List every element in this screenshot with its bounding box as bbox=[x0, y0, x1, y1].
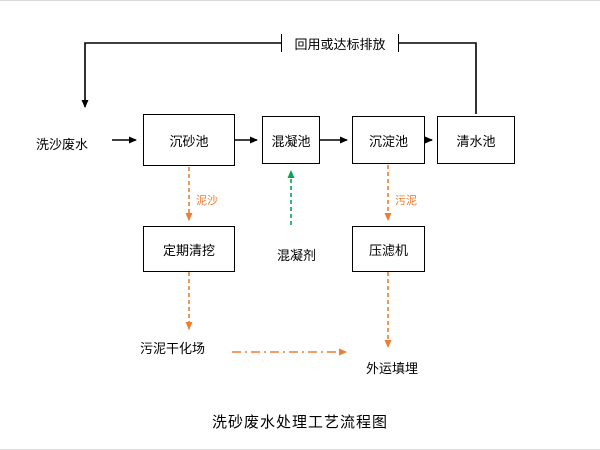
box-sedimentation-tank: 沉淀池 bbox=[352, 116, 425, 164]
box-clean-water-tank-label: 清水池 bbox=[456, 134, 496, 150]
box-periodic-dredging-label: 定期清挖 bbox=[162, 243, 215, 259]
sludge-label: 污泥 bbox=[395, 194, 417, 207]
feedback-label: 回用或达标排放 bbox=[281, 34, 399, 53]
box-clean-water-tank: 清水池 bbox=[437, 116, 515, 164]
coagulant-label: 混凝剂 bbox=[277, 249, 317, 264]
box-filter-press-label: 压滤机 bbox=[368, 243, 408, 259]
box-filter-press: 压滤机 bbox=[352, 226, 425, 272]
feedback-label-text: 回用或达标排放 bbox=[294, 37, 386, 53]
landfill-label: 外运填埋 bbox=[366, 362, 419, 377]
box-coagulation-tank: 混凝池 bbox=[262, 116, 320, 164]
sludge-drying-field-label: 污泥干化场 bbox=[140, 342, 206, 357]
box-grit-chamber: 沉砂池 bbox=[143, 114, 235, 166]
sediment-label: 泥沙 bbox=[196, 194, 218, 207]
box-coagulation-tank-label: 混凝池 bbox=[271, 134, 311, 150]
diagram-title: 洗砂废水处理工艺流程图 bbox=[211, 413, 388, 431]
box-periodic-dredging: 定期清挖 bbox=[143, 226, 235, 272]
influent-label: 洗沙废水 bbox=[36, 138, 89, 153]
box-grit-chamber-label: 沉砂池 bbox=[169, 134, 209, 150]
box-sedimentation-tank-label: 沉淀池 bbox=[368, 134, 408, 150]
feedback-line-reuse bbox=[81, 42, 477, 114]
